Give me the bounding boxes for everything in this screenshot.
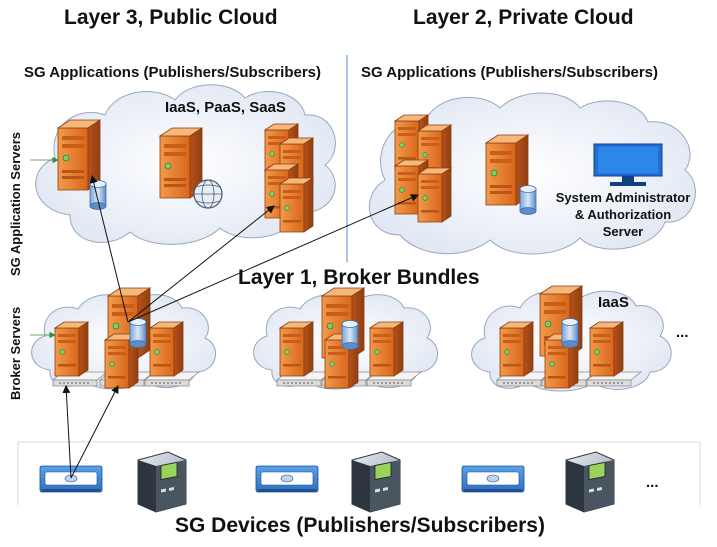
public-apps-label: SG Applications (Publishers/Subscribers) xyxy=(24,64,322,81)
connection-arrows xyxy=(62,175,419,479)
private-apps-label: SG Applications (Publishers/Subscribers) xyxy=(361,64,659,81)
admin-label-line1: System Administrator xyxy=(555,190,691,205)
sensor-device-2 xyxy=(255,465,319,493)
app-servers-side-label: SG Application Servers xyxy=(8,131,23,276)
globe-icon xyxy=(193,179,223,209)
layer2-title: Layer 2, Private Cloud xyxy=(413,6,634,29)
monitor-icon xyxy=(593,143,663,186)
public-app-server-2 xyxy=(159,127,223,209)
side-pointer-arrows xyxy=(30,156,59,339)
smart-meter-2 xyxy=(351,451,401,513)
broker-servers-side-label: Broker Servers xyxy=(8,306,23,400)
admin-label-line3: Server xyxy=(602,224,644,239)
private-app-server-cluster xyxy=(394,114,452,223)
smart-meter-3 xyxy=(565,451,615,513)
sensor-device-3 xyxy=(461,465,525,493)
admin-server-label: System Administrator & Authorization Ser… xyxy=(548,189,698,240)
broker-more-ellipsis: ... xyxy=(676,324,689,341)
public-service-label: IaaS, PaaS, SaaS xyxy=(165,99,286,116)
layer1-title: Layer 1, Broker Bundles xyxy=(238,266,480,289)
broker-iaas-label: IaaS xyxy=(598,294,629,311)
device-row xyxy=(39,451,615,513)
devices-label: SG Devices (Publishers/Subscribers) xyxy=(175,514,545,537)
smart-meter-1 xyxy=(137,451,187,513)
admin-label-line2: & Authorization xyxy=(574,207,672,222)
devices-more-ellipsis: ... xyxy=(646,474,659,491)
public-app-server-cluster xyxy=(264,123,314,233)
layer3-title: Layer 3, Public Cloud xyxy=(64,6,278,29)
